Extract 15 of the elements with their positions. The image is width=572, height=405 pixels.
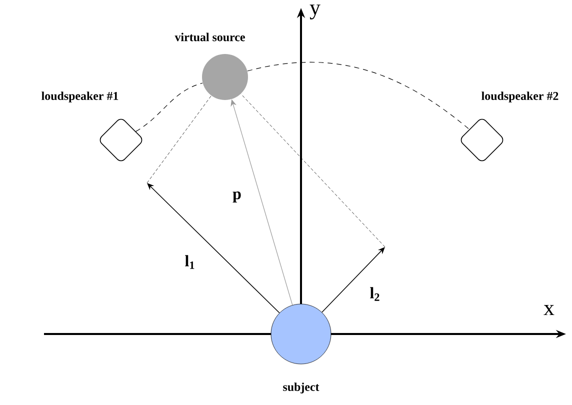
edge-label: l$_{1}$ bbox=[184, 254, 196, 270]
axis-label: y bbox=[310, 4, 320, 20]
dashed-line bbox=[240, 94, 386, 248]
node-label: loudspeaker #2 bbox=[482, 92, 558, 102]
node-label: subject bbox=[283, 382, 320, 394]
arrow bbox=[322, 247, 385, 313]
dashed-line bbox=[146, 96, 212, 184]
axis-label: x bbox=[544, 304, 554, 316]
node-label: virtual source bbox=[174, 32, 245, 42]
dashed-line bbox=[247, 62, 470, 130]
edge-label: p bbox=[232, 190, 242, 204]
node-label: loudspeaker #1 bbox=[42, 92, 118, 102]
dashed-line bbox=[136, 82, 203, 132]
edge-label: l$_{2}$ bbox=[368, 286, 382, 302]
arrow bbox=[147, 183, 280, 314]
